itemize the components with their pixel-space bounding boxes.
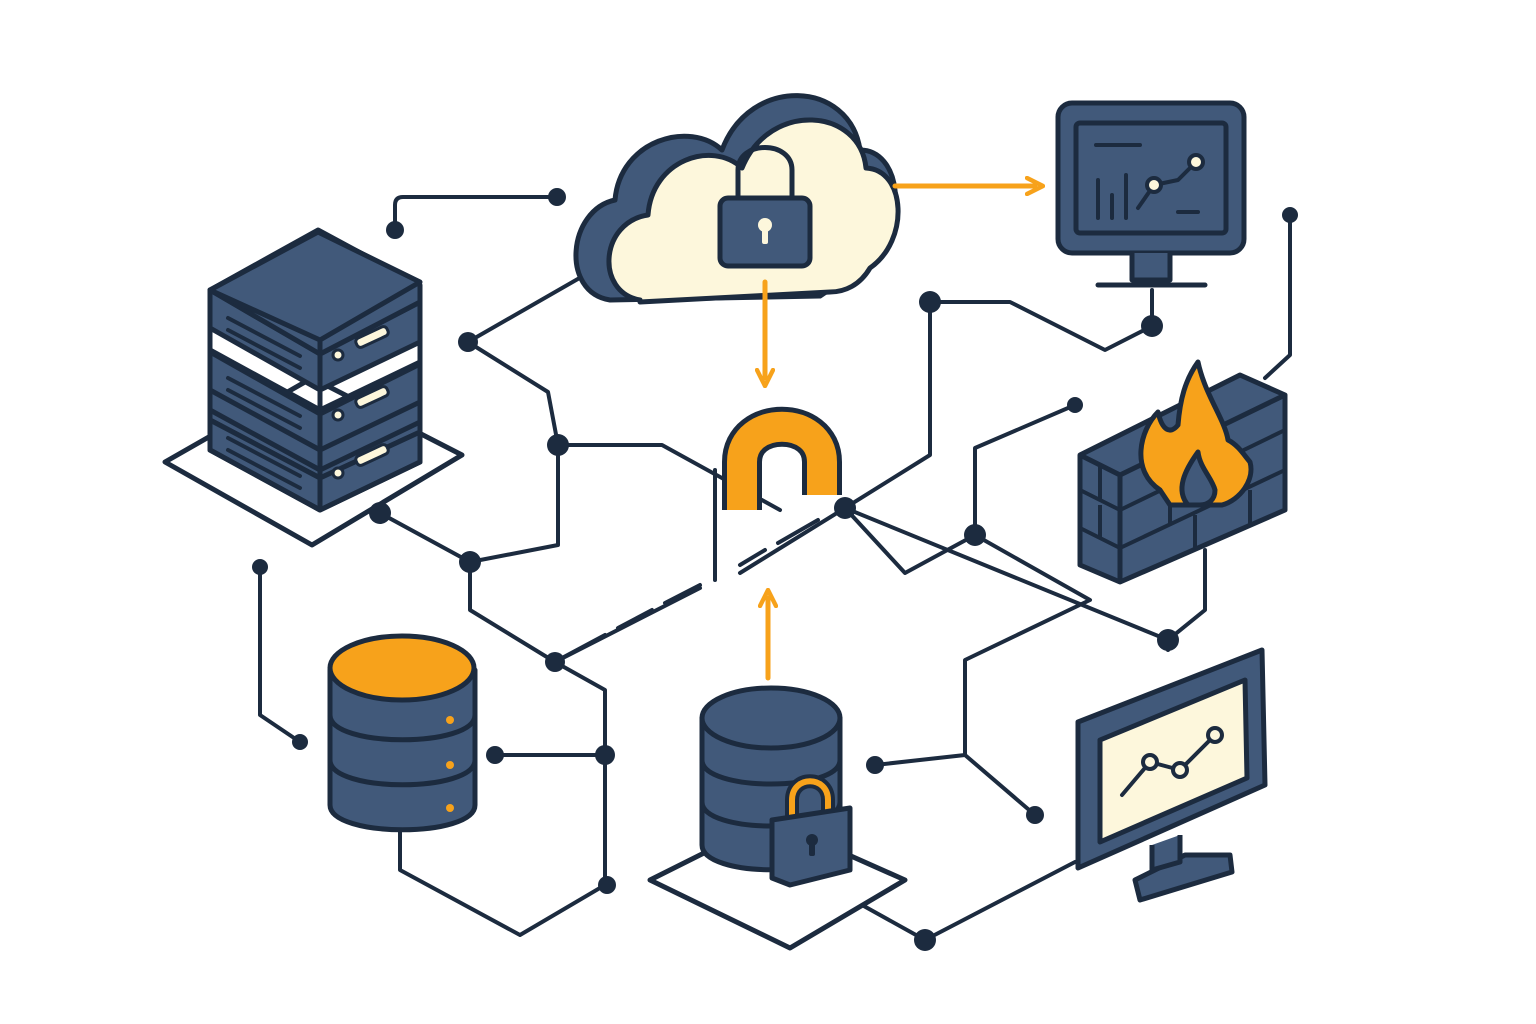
server-rack-vents — [226, 316, 302, 490]
connector-node — [1282, 207, 1298, 223]
connector-line — [466, 340, 560, 564]
connector-node — [459, 551, 481, 573]
firewall-flame-icon — [1138, 359, 1254, 508]
connector-nodes — [252, 188, 1298, 951]
connector-line — [393, 195, 557, 232]
secure-database-node — [647, 685, 908, 951]
connector-node — [486, 746, 504, 764]
connector-line — [963, 753, 1037, 817]
dashed-link — [560, 518, 820, 660]
connector-node — [547, 434, 569, 456]
connector-line — [1166, 548, 1207, 642]
connector-node — [386, 221, 404, 239]
connector-node — [292, 734, 308, 750]
connector-node — [1141, 315, 1163, 337]
connector-node — [252, 559, 268, 575]
connector-node — [598, 876, 616, 894]
database-icon — [327, 667, 478, 833]
server-rack-icon — [207, 227, 423, 513]
connector-node — [964, 524, 986, 546]
connector-line — [1263, 213, 1292, 380]
flow-arrows — [765, 186, 1035, 681]
cloud-node — [573, 93, 901, 305]
connector-line — [258, 565, 302, 744]
connector-node — [1157, 629, 1179, 651]
firewall — [1077, 359, 1288, 585]
connector-line — [553, 660, 607, 884]
connector-node — [866, 756, 884, 774]
server-rack-leds — [331, 325, 390, 480]
connector-node — [1026, 806, 1044, 824]
server-rack — [162, 227, 465, 548]
connector-node — [545, 652, 565, 672]
connector-node — [1067, 397, 1083, 413]
connector-line — [873, 533, 1092, 767]
central-lock — [722, 406, 842, 510]
connector-node — [834, 497, 856, 519]
connector-line — [398, 828, 607, 937]
connector-node — [595, 745, 615, 765]
connector-line — [466, 270, 592, 344]
database-node — [327, 633, 478, 833]
analytics-monitor — [1075, 647, 1268, 903]
connector-line — [378, 511, 557, 664]
connector-node — [369, 502, 391, 524]
dashboard-monitor — [1055, 100, 1247, 288]
connector-node — [458, 332, 478, 352]
connector-node — [914, 929, 936, 951]
connector-line — [843, 403, 1077, 575]
connector-node — [919, 291, 941, 313]
connector-node — [548, 188, 566, 206]
